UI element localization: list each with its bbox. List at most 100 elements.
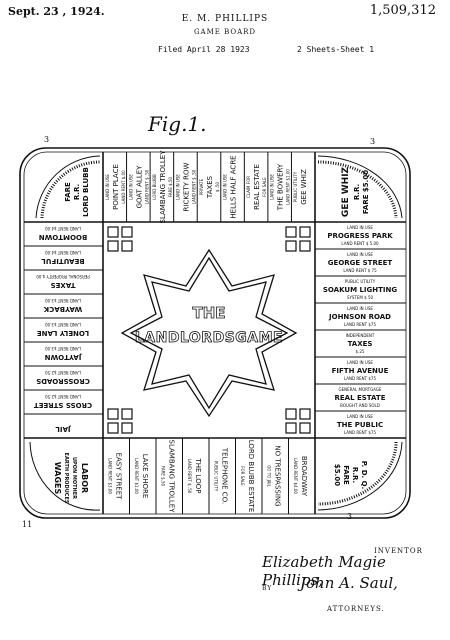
- space-caption: LAND IN USE: [223, 174, 228, 200]
- space-name: CROSSROADS: [36, 377, 90, 385]
- space-rent: BOUGHT AND SOLD: [340, 403, 380, 408]
- space-rent: LAND RENT $2.50: [45, 394, 81, 399]
- corner-bl-line4: WAGES: [53, 462, 62, 495]
- space-name: TELEPHONE CO.: [220, 447, 228, 504]
- corner-tr-line1: GEE WHIZ: [341, 166, 351, 217]
- space-rent: $ .50: [215, 181, 220, 192]
- figure-label: Fig.1.: [148, 112, 207, 136]
- space-name: POINT PLACE: [112, 164, 120, 210]
- space-rent: FARE $.50: [168, 176, 173, 197]
- corner-tr-line2: R.R.: [353, 184, 361, 200]
- space-name: THE BOWERY: [277, 163, 285, 211]
- space-caption: LAND IN USE: [128, 174, 133, 200]
- space-rent: FOR SALE: [240, 466, 245, 486]
- space-rent: LAND RENT $ 75: [343, 268, 377, 273]
- space-caption: LAND IN USE: [347, 360, 373, 365]
- space-name: SLAMBANG TROLLEY: [167, 440, 175, 514]
- space-name: SOAKUM LIGHTING: [323, 286, 398, 294]
- left-column-space: CROSS STREET LAND RENT $2.50: [34, 394, 92, 409]
- ref-numeral-top-left: 3: [44, 135, 50, 144]
- ref-numeral-bottom-right: 3: [347, 512, 353, 521]
- attorneys-label: ATTORNEYS.: [327, 605, 385, 613]
- corner-bl-line1: LABOR: [80, 463, 89, 493]
- space-caption: LAND IN USE: [347, 306, 373, 311]
- corner-tr-line3: FARE $5.00: [362, 170, 370, 214]
- space-name: REAL ESTATE: [335, 394, 386, 402]
- space-rent: LAND RENT $3.00: [45, 322, 81, 327]
- space-name: BOOMTOWN: [39, 233, 88, 241]
- space-caption: LORD BLUBB: [152, 174, 157, 200]
- space-name: NO TRESPASSING: [273, 445, 281, 506]
- space-name: RICKETY ROW: [182, 162, 190, 211]
- space-name: FIFTH AVENUE: [332, 367, 389, 375]
- space-rent: LAND RENT $75: [344, 430, 377, 435]
- attorney-signature: John A. Saul,: [300, 574, 398, 592]
- space-name: SLAMBANG TROLLEY: [159, 150, 167, 224]
- space-name: HELLS HALF ACRE: [230, 155, 238, 218]
- center-title-the: THE: [192, 304, 225, 322]
- space-caption: LAND IN USE: [105, 174, 110, 200]
- center-title-game: LANDLORDSGAME: [135, 330, 283, 346]
- space-name: BEAUTIFUL: [41, 257, 85, 265]
- corner-tl-line2: R.R.: [73, 184, 81, 200]
- space-rent: PUBLIC UTILITY: [213, 461, 218, 492]
- left-column-space: JAIL: [55, 425, 72, 433]
- space-name: THE LOOP: [194, 457, 202, 493]
- space-caption: LAND IN USE: [270, 174, 275, 200]
- bottom-row-space: TELEPHONE CO.PUBLIC UTILITY: [213, 447, 228, 504]
- space-rent: LAND RENT $ .50: [187, 459, 192, 494]
- space-name: WAYBACK: [43, 305, 82, 313]
- space-caption: PUBLIC UTILITY: [293, 171, 298, 202]
- space-rent: LAND RENT $3.00: [45, 346, 81, 351]
- space-name: TAXES: [348, 340, 373, 348]
- patent-date: Sept. 23 , 1924.: [8, 5, 105, 18]
- space-name: THE PUBLIC: [337, 421, 383, 429]
- space-caption: CLAIM FOR: [246, 176, 251, 198]
- space-name: TAXES: [206, 175, 214, 199]
- sheet-info: 2 Sheets-Sheet 1: [297, 45, 375, 54]
- space-rent: LAND RENT $75: [344, 376, 377, 381]
- space-rent: SYSTEM $ 50: [347, 295, 374, 300]
- center-star: [120, 248, 298, 418]
- space-caption: LAND IN USE: [347, 225, 373, 230]
- space-name: PROGRESS PARK: [327, 232, 393, 240]
- space-caption: LAND IN USE: [347, 414, 373, 419]
- space-rent: LAND RENT $3.00: [45, 298, 81, 303]
- corner-br-line3: FARE: [342, 465, 350, 485]
- space-name: REAL ESTATE: [253, 164, 261, 210]
- space-name: CROSS STREET: [34, 401, 92, 409]
- inventor-label: INVENTOR: [374, 547, 423, 555]
- space-rent: $.25: [356, 349, 365, 354]
- corner-bl-line2: UPON MOTHER: [71, 457, 77, 499]
- space-rent: LAND RENT $ .50: [144, 169, 149, 204]
- patent-number: 1,509,312: [369, 3, 436, 18]
- space-rent: LAND RENT $1.00: [134, 458, 139, 494]
- corner-br-line4: $5.00: [333, 464, 341, 486]
- space-name: GOAT ALLEY: [135, 165, 143, 209]
- space-name: EASY STREET: [114, 453, 122, 501]
- inventor-name: E. M. PHILLIPS: [181, 14, 269, 24]
- space-caption: LAND IN USE: [347, 252, 373, 257]
